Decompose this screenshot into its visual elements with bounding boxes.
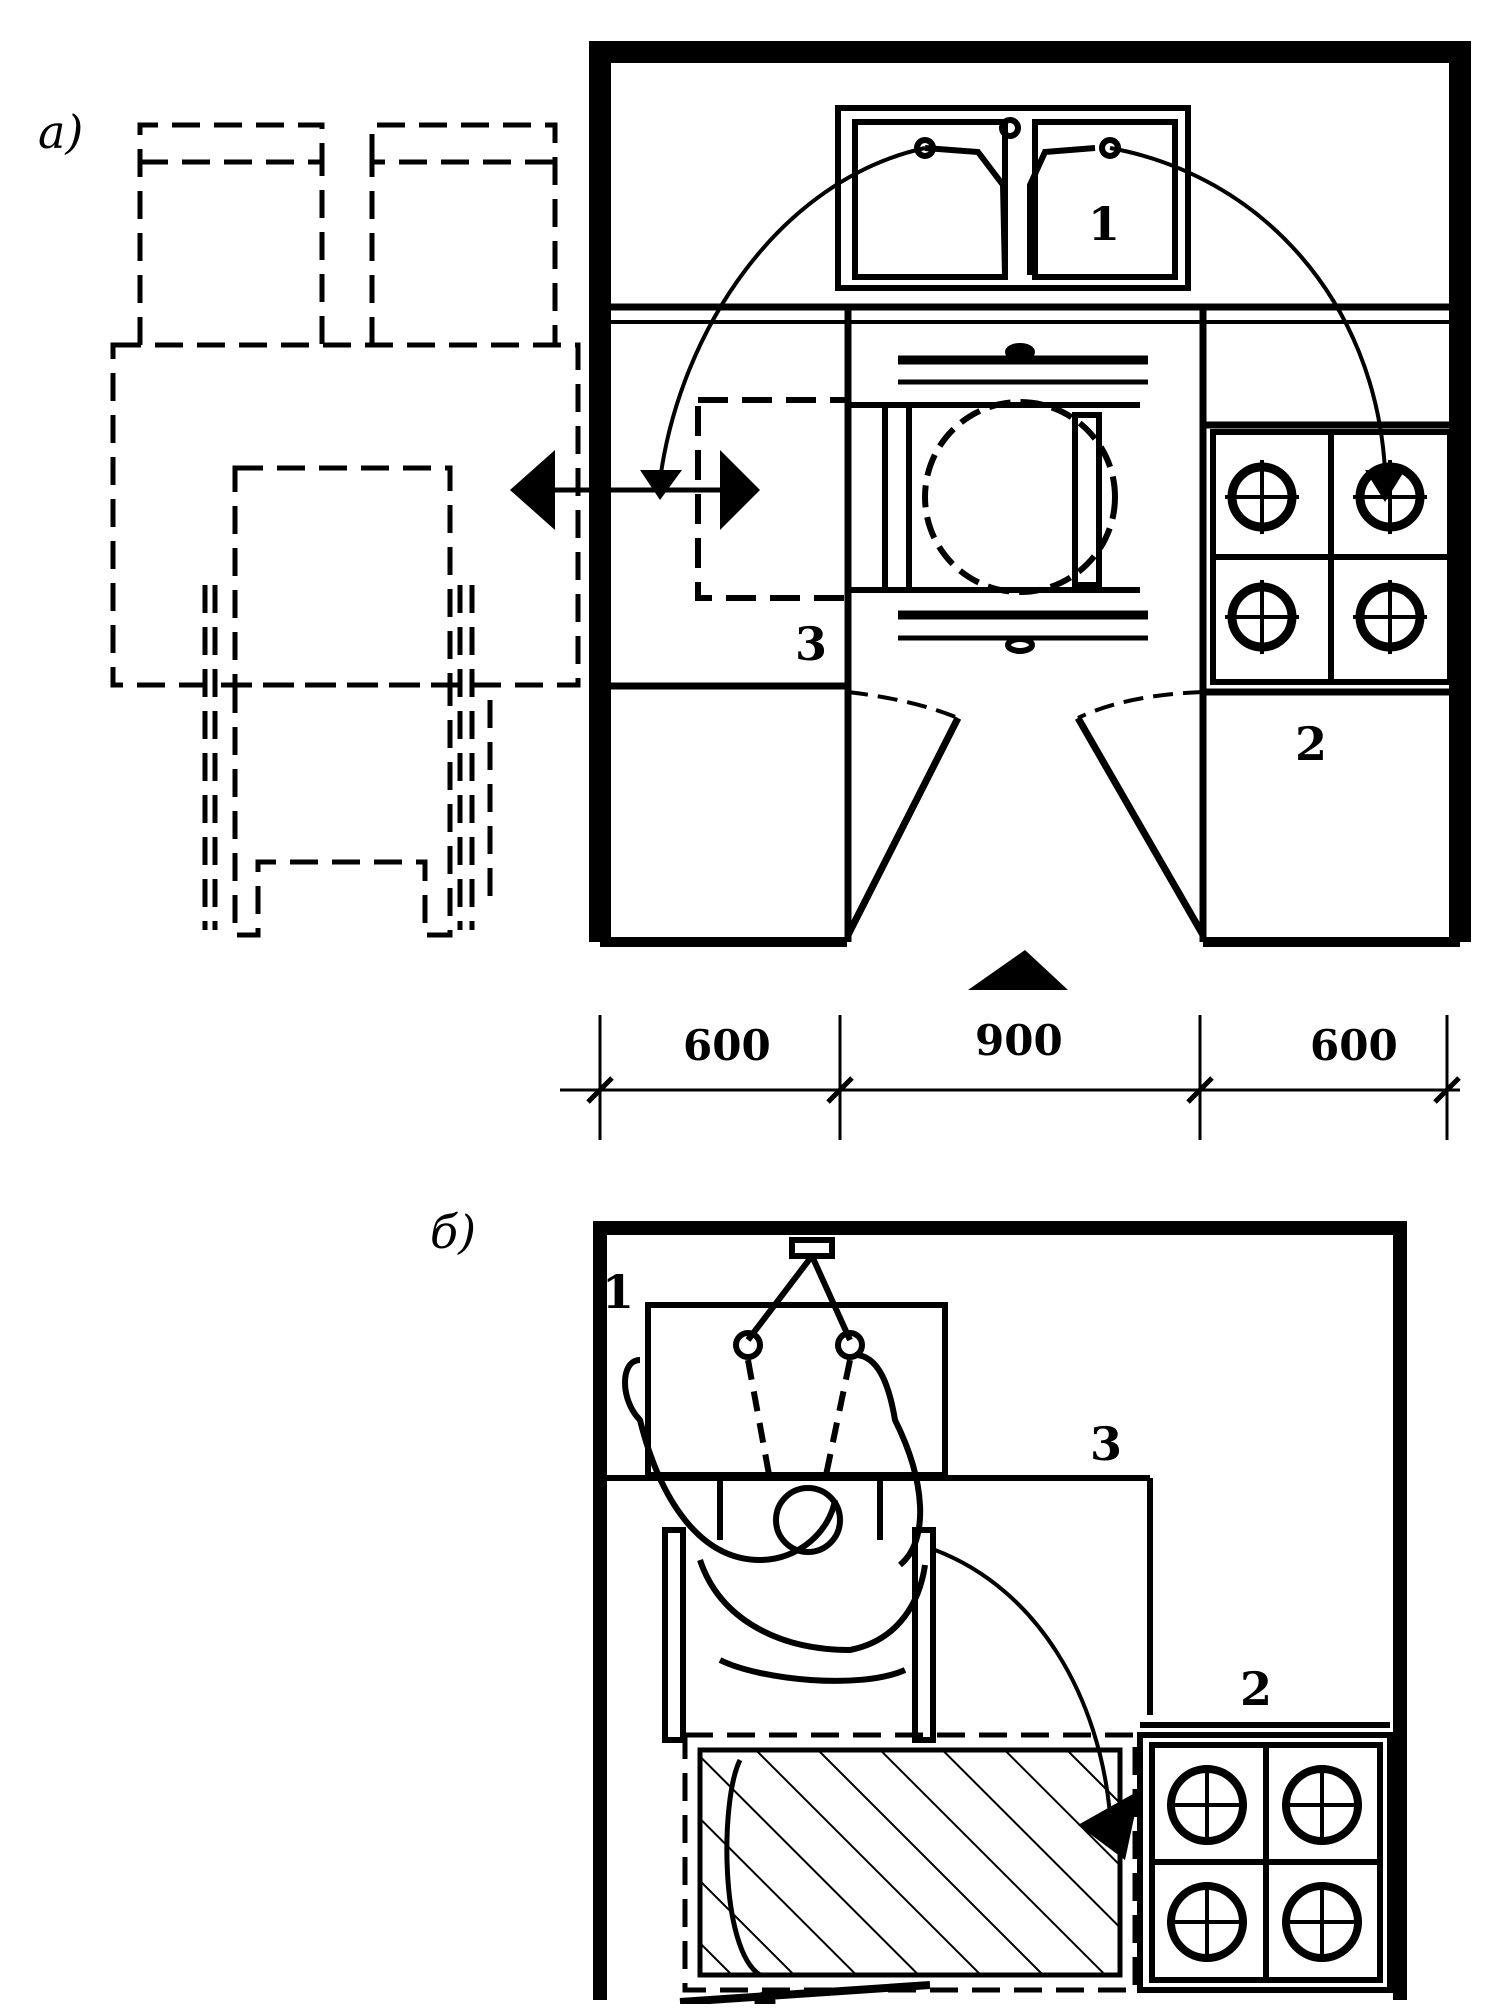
panel-b-arrow-to-stove-icon (1078, 1790, 1140, 1860)
panel-b-sink-number: 1 (602, 1265, 634, 1319)
panel-a-doors (844, 690, 1207, 937)
panel-b-person-wheelchair (622, 1352, 936, 1743)
panel-b-label: б) (430, 1205, 476, 1259)
dimension-center: 900 (975, 1016, 1063, 1065)
panel-a-stove-number: 2 (1295, 717, 1327, 771)
panel-b-reach-arc (934, 1548, 1112, 1816)
panel-b-walls (593, 1221, 1407, 2000)
arrow-to-stove-icon (1365, 470, 1405, 502)
panel-b-stove-number: 2 (1240, 1662, 1272, 1716)
dimension-left: 600 (683, 1021, 771, 1070)
panel-a-sink (835, 105, 1191, 291)
panel-b-counter-number: 3 (1090, 1417, 1122, 1471)
entrance-arrow-icon (968, 950, 1068, 990)
panel-a-cabinets (600, 303, 1460, 942)
panel-b-counters (600, 1237, 1390, 1728)
panel-b-stove (1137, 1732, 1393, 1993)
panel-b-hatched-area (679, 1732, 1138, 2009)
dimension-right: 600 (1310, 1021, 1398, 1070)
panel-a-reach-arcs (658, 146, 1387, 481)
panel-a-walls (589, 41, 1471, 947)
panel-a-sink-number: 1 (1088, 197, 1120, 251)
panel-a-counter-number: 3 (795, 617, 827, 671)
arrow-left-icon (510, 450, 555, 530)
arrow-to-counter-icon (640, 470, 682, 500)
panel-a-wheelchair (695, 343, 1148, 654)
panel-a-label: а) (38, 105, 83, 159)
panel-a-stove (1210, 429, 1453, 685)
arrow-right-icon (720, 450, 760, 530)
panel-a-dimension-line (560, 1015, 1461, 1140)
panel-a-ghost-wheelchair (110, 122, 581, 938)
